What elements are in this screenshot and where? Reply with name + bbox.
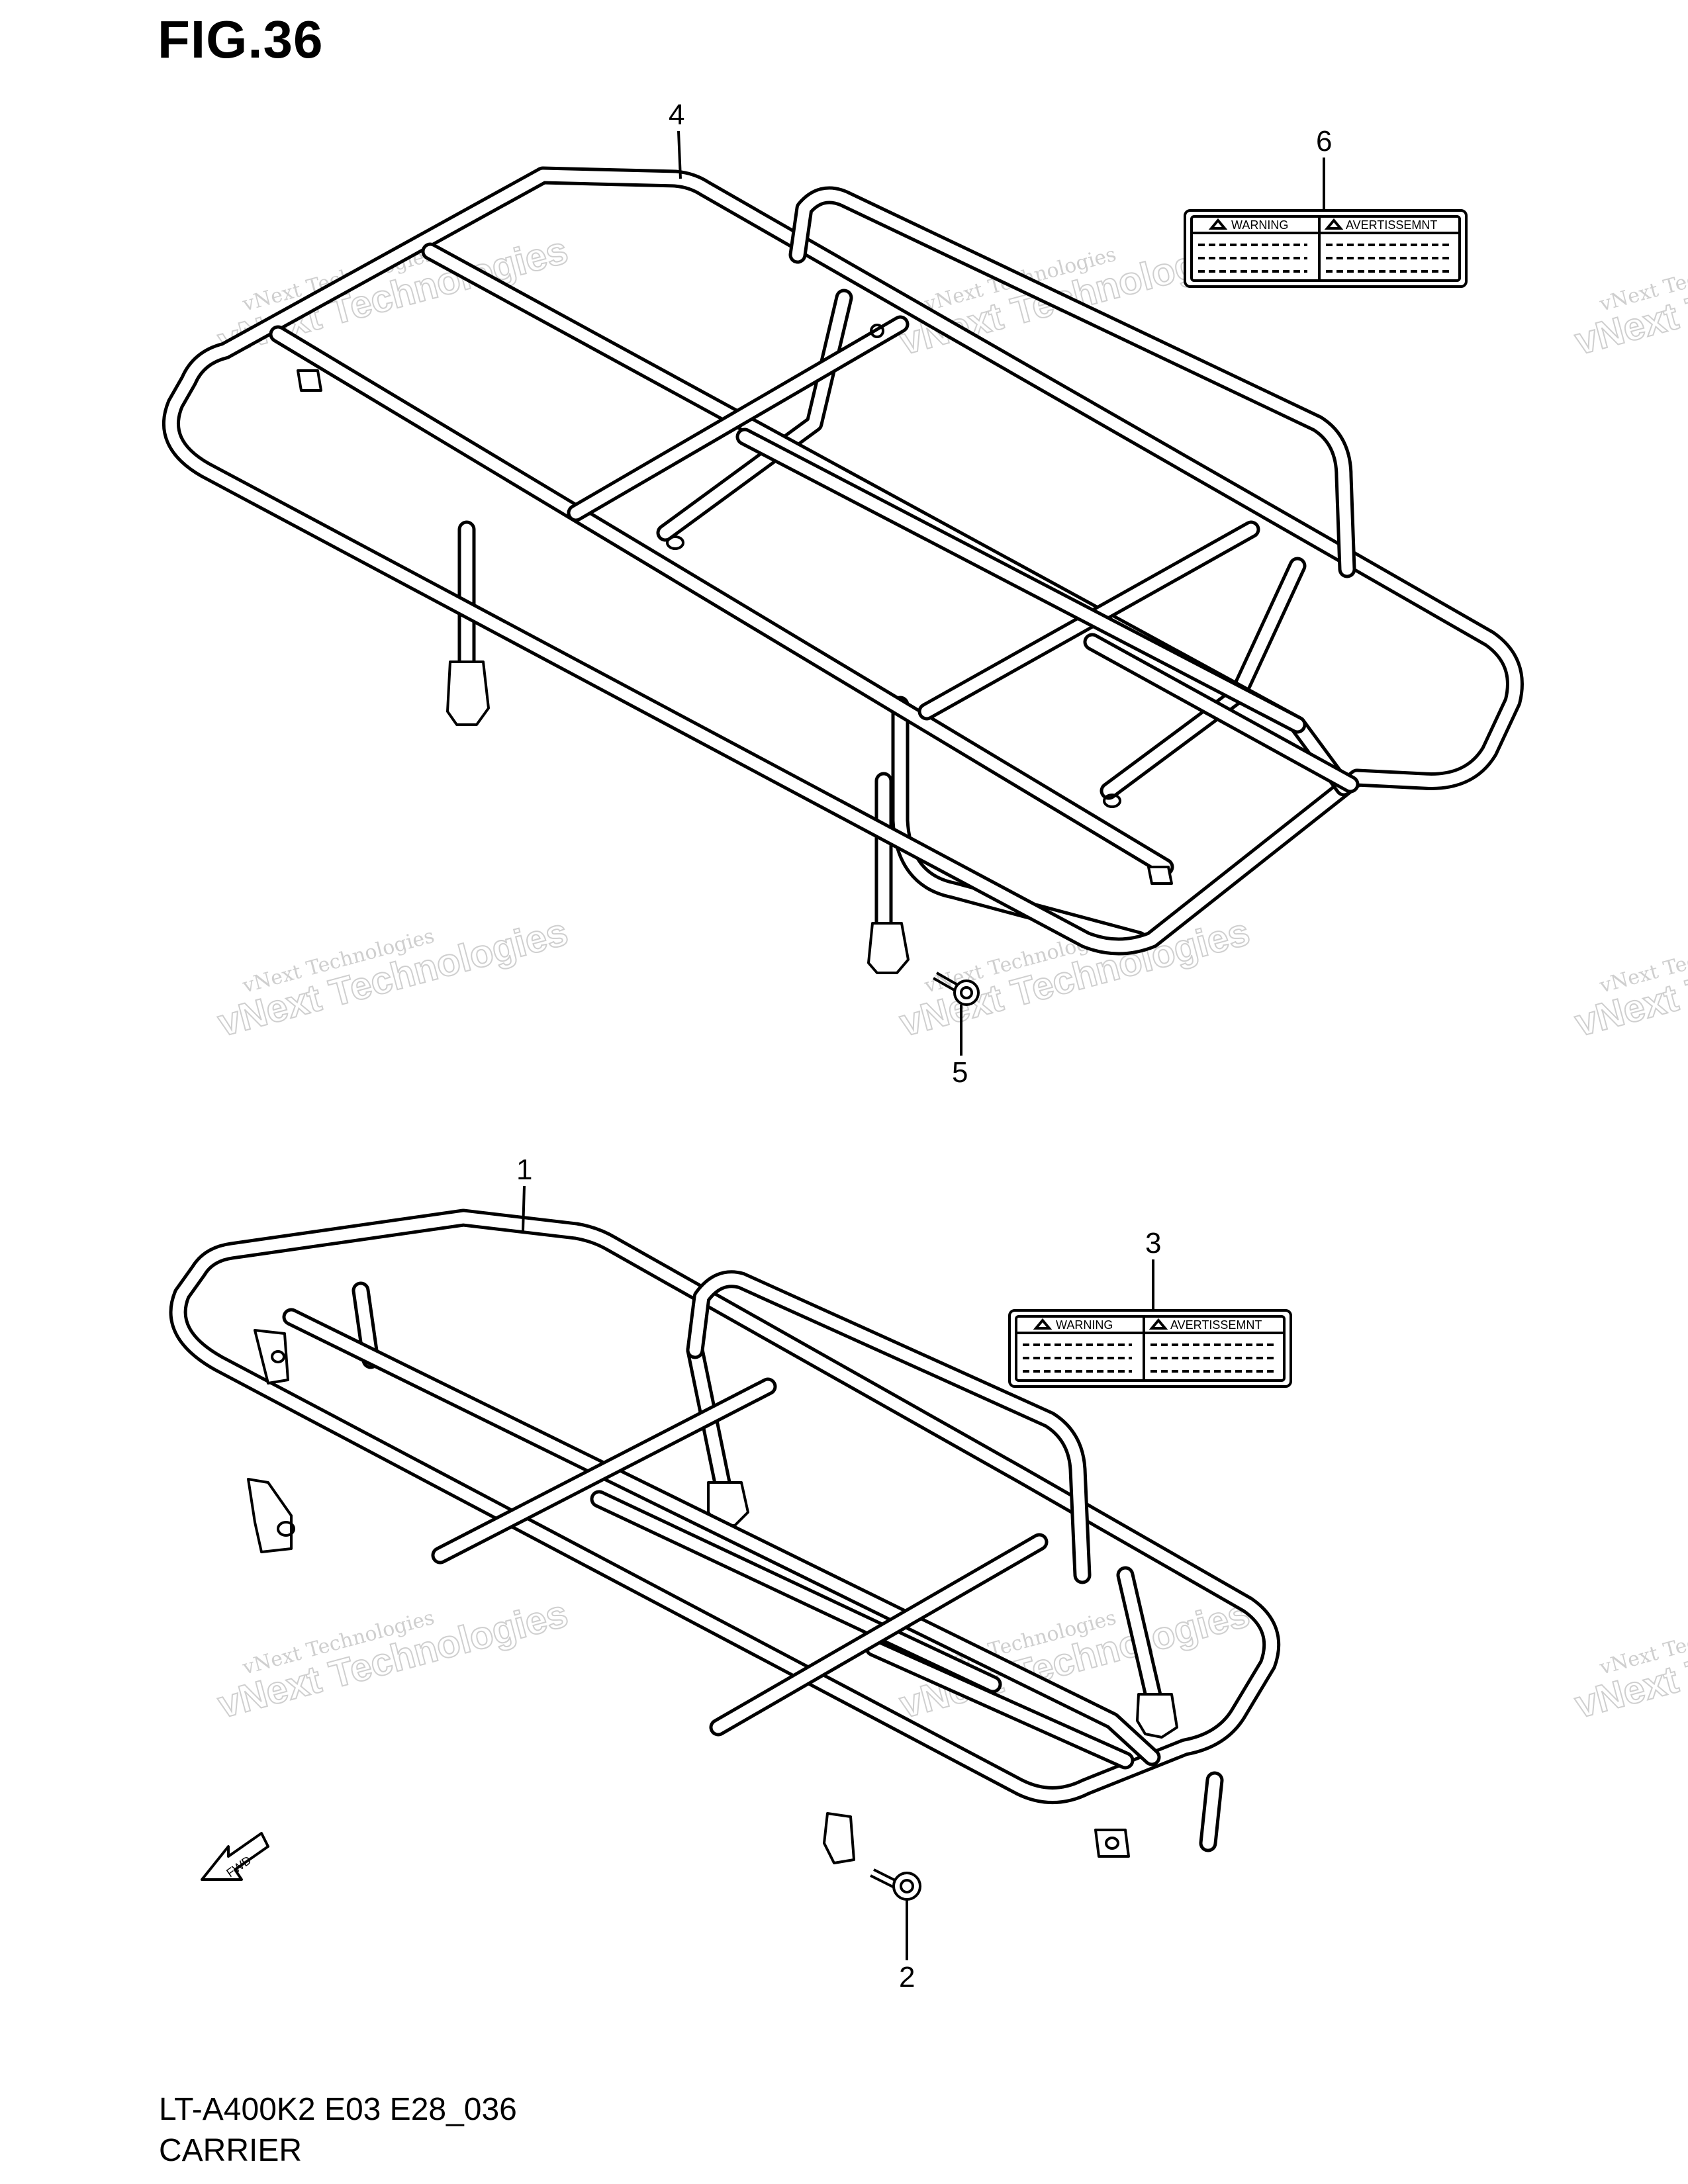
- watermark: vNext Technologies vNext Technologies: [212, 1591, 573, 1727]
- label-avertissement-text: AVERTISSEMNT: [1346, 218, 1437, 232]
- callout-1: 1: [516, 1154, 532, 1186]
- watermark: vNext Technologies vNext Technologies: [1570, 909, 1688, 1045]
- label-warning-text: WARNING: [1056, 1318, 1113, 1332]
- watermark: vNext Technologies vNext Technologies: [1570, 1591, 1688, 1727]
- label-warning-text: WARNING: [1231, 218, 1288, 232]
- callouts: 4 6 5 1 3 2: [516, 99, 1332, 1993]
- callout-6: 6: [1316, 125, 1332, 158]
- bolt-part-2: [870, 1868, 921, 1901]
- forward-arrow-icon: FWD: [201, 1832, 269, 1881]
- front-carrier-part-1: [169, 1208, 1281, 1864]
- watermark: vNext Technologies vNext Technologies: [1570, 228, 1688, 363]
- callout-5: 5: [952, 1056, 968, 1089]
- section-title: CARRIER: [159, 2133, 303, 2168]
- rear-carrier-part-4: [162, 166, 1524, 974]
- figure-title: FIG.36: [158, 10, 324, 69]
- callout-3: 3: [1145, 1227, 1161, 1259]
- watermark: vNext Technologies vNext Technologies: [212, 909, 573, 1045]
- warning-label-part-6: WARNING AVERTISSEMNT: [1184, 209, 1468, 288]
- callout-4: 4: [669, 99, 684, 131]
- label-avertissement-text: AVERTISSEMNT: [1170, 1318, 1262, 1332]
- warning-label-part-3: WARNING AVERTISSEMNT: [1008, 1309, 1292, 1388]
- callout-2: 2: [899, 1961, 915, 1993]
- bolt-part-5: [933, 972, 980, 1006]
- watermarks: vNext Technologies vNext Technologies vN…: [212, 228, 1688, 1727]
- model-code: LT-A400K2 E03 E28_036: [159, 2092, 517, 2127]
